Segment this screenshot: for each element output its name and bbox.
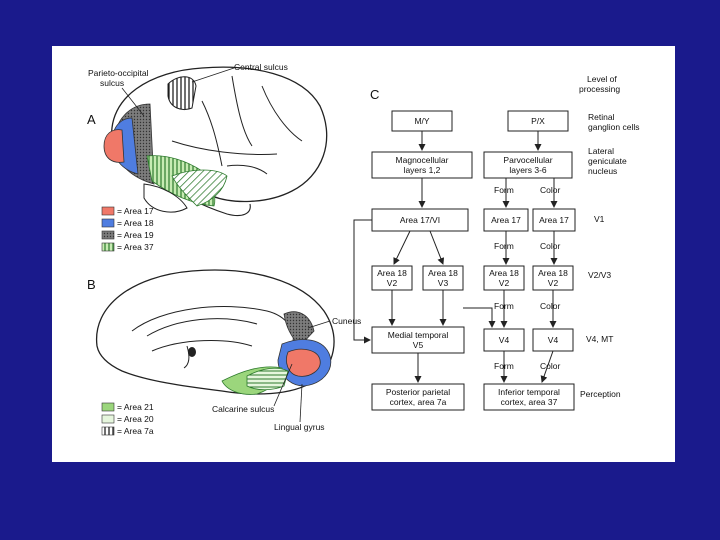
- swatch-area-7a: [101, 426, 115, 436]
- color-label-3: Color: [540, 301, 560, 311]
- figure-panel: A Parieto-occipital sulcus Central sulcu…: [52, 46, 675, 462]
- brain-medial-view: [95, 269, 335, 395]
- panel-c-label: C: [370, 87, 379, 102]
- swatch-area-19: [101, 230, 115, 240]
- level-retinal-2: ganglion cells: [588, 122, 640, 132]
- legend-area-17: = Area 17: [117, 206, 154, 216]
- swatch-area-20: [101, 414, 115, 424]
- calcarine-sulcus-label: Calcarine sulcus: [212, 404, 274, 414]
- box-area-18-v2-form: Area 18 V2: [483, 265, 525, 291]
- parieto-occipital-sulcus-label: sulcus: [100, 78, 124, 88]
- box-v4-color: V4: [532, 328, 574, 352]
- level-retinal-1: Retinal: [588, 112, 615, 122]
- color-label-4: Color: [540, 361, 560, 371]
- svg-text:Posterior parietal: Posterior parietal: [386, 387, 450, 397]
- box-parvocellular: Parvocellular layers 3-6: [483, 151, 573, 179]
- svg-text:layers 3-6: layers 3-6: [509, 165, 547, 175]
- box-v4-form: V4: [483, 328, 525, 352]
- box-area-17-form: Area 17: [483, 208, 529, 232]
- svg-text:layers 1,2: layers 1,2: [404, 165, 441, 175]
- svg-text:Inferior temporal: Inferior temporal: [498, 387, 560, 397]
- level-v4: V4, MT: [586, 334, 613, 344]
- svg-text:cortex, area 7a: cortex, area 7a: [390, 397, 447, 407]
- form-color-labels: Form Color Form Color Form Color Form Co…: [494, 185, 560, 371]
- svg-text:cortex, area 37: cortex, area 37: [501, 397, 558, 407]
- box-area-18-v2: Area 18 V2: [371, 265, 413, 291]
- box-magnocellular: Magnocellular layers 1,2: [371, 151, 473, 179]
- thalamus-mark: [188, 347, 196, 357]
- lingual-pointer: [299, 383, 303, 423]
- flow-arrows: [353, 131, 558, 383]
- swatch-area-21: [101, 402, 115, 412]
- legend-area-19: = Area 19: [117, 230, 154, 240]
- legend-area-7a: = Area 7a: [117, 426, 154, 436]
- box-posterior-parietal: Posterior parietal cortex, area 7a: [371, 383, 465, 411]
- swatch-area-18: [101, 218, 115, 228]
- form-label-3: Form: [494, 301, 514, 311]
- level-v2: V2/V3: [588, 270, 611, 280]
- color-label-1: Color: [540, 185, 560, 195]
- svg-text:V4: V4: [548, 335, 559, 345]
- svg-text:Area 18: Area 18: [489, 268, 519, 278]
- parieto-occipital-pointer: [121, 87, 145, 117]
- legend-area-37: = Area 37: [117, 242, 154, 252]
- box-area-17-color: Area 17: [532, 208, 576, 232]
- level-lateral-1: Lateral: [588, 146, 614, 156]
- box-px: P/X: [507, 110, 569, 132]
- legend-a: = Area 17 = Area 18 = Area 19 = Area 37: [101, 206, 154, 252]
- svg-text:V4: V4: [499, 335, 510, 345]
- legend-area-20: = Area 20: [117, 414, 154, 424]
- svg-text:Area 18: Area 18: [428, 268, 458, 278]
- box-my: M/Y: [391, 110, 453, 132]
- level-lateral-3: nucleus: [588, 166, 617, 176]
- svg-text:V2: V2: [548, 278, 559, 288]
- svg-text:V2: V2: [387, 278, 398, 288]
- brain-lateral-view: [103, 66, 328, 217]
- box-area-18-v2-color: Area 18 V2: [532, 265, 574, 291]
- swatch-area-37: [101, 242, 115, 252]
- panel-b-label: B: [87, 277, 96, 292]
- legend-area-18: = Area 18: [117, 218, 154, 228]
- level-labels: Level of processing Retinal ganglion cel…: [579, 74, 640, 399]
- form-label-2: Form: [494, 241, 514, 251]
- level-v1: V1: [594, 214, 605, 224]
- svg-text:Area 18: Area 18: [538, 268, 568, 278]
- calcarine-pointer: [273, 363, 293, 407]
- svg-text:V2: V2: [499, 278, 510, 288]
- color-label-2: Color: [540, 241, 560, 251]
- cuneus-pointer: [307, 320, 331, 329]
- svg-text:Area 17: Area 17: [491, 215, 521, 225]
- level-lateral-2: geniculate: [588, 156, 627, 166]
- svg-text:V3: V3: [438, 278, 449, 288]
- svg-text:Parvocellular: Parvocellular: [503, 155, 552, 165]
- form-label-4: Form: [494, 361, 514, 371]
- box-inferior-temporal: Inferior temporal cortex, area 37: [483, 383, 575, 411]
- swatch-area-17: [101, 206, 115, 216]
- parieto-occipital-label: Parieto-occipital: [88, 68, 149, 78]
- form-label-1: Form: [494, 185, 514, 195]
- svg-text:Area 17: Area 17: [539, 215, 569, 225]
- central-sulcus-label: Central sulcus: [234, 62, 288, 72]
- svg-text:Area 17/VI: Area 17/VI: [400, 215, 440, 225]
- panel-a-label: A: [87, 112, 96, 127]
- lingual-gyrus-label: Lingual gyrus: [274, 422, 325, 432]
- level-perception: Perception: [580, 389, 621, 399]
- svg-text:Magnocellular: Magnocellular: [396, 155, 449, 165]
- legend-area-21: = Area 21: [117, 402, 154, 412]
- level-header-2: processing: [579, 84, 620, 94]
- svg-text:M/Y: M/Y: [414, 116, 429, 126]
- svg-text:Medial temporal: Medial temporal: [388, 330, 449, 340]
- central-sulcus-pointer: [191, 67, 235, 83]
- figure-svg: A Parieto-occipital sulcus Central sulcu…: [87, 62, 640, 436]
- box-area-18-v3: Area 18 V3: [422, 265, 464, 291]
- box-area-17-v1: Area 17/VI: [371, 208, 469, 232]
- level-header-1: Level of: [587, 74, 617, 84]
- svg-text:Area 18: Area 18: [377, 268, 407, 278]
- cuneus-label: Cuneus: [332, 316, 361, 326]
- box-medial-temporal: Medial temporal V5: [371, 326, 465, 354]
- svg-text:P/X: P/X: [531, 116, 545, 126]
- svg-text:V5: V5: [413, 340, 424, 350]
- legend-b: = Area 21 = Area 20 = Area 7a: [101, 402, 154, 436]
